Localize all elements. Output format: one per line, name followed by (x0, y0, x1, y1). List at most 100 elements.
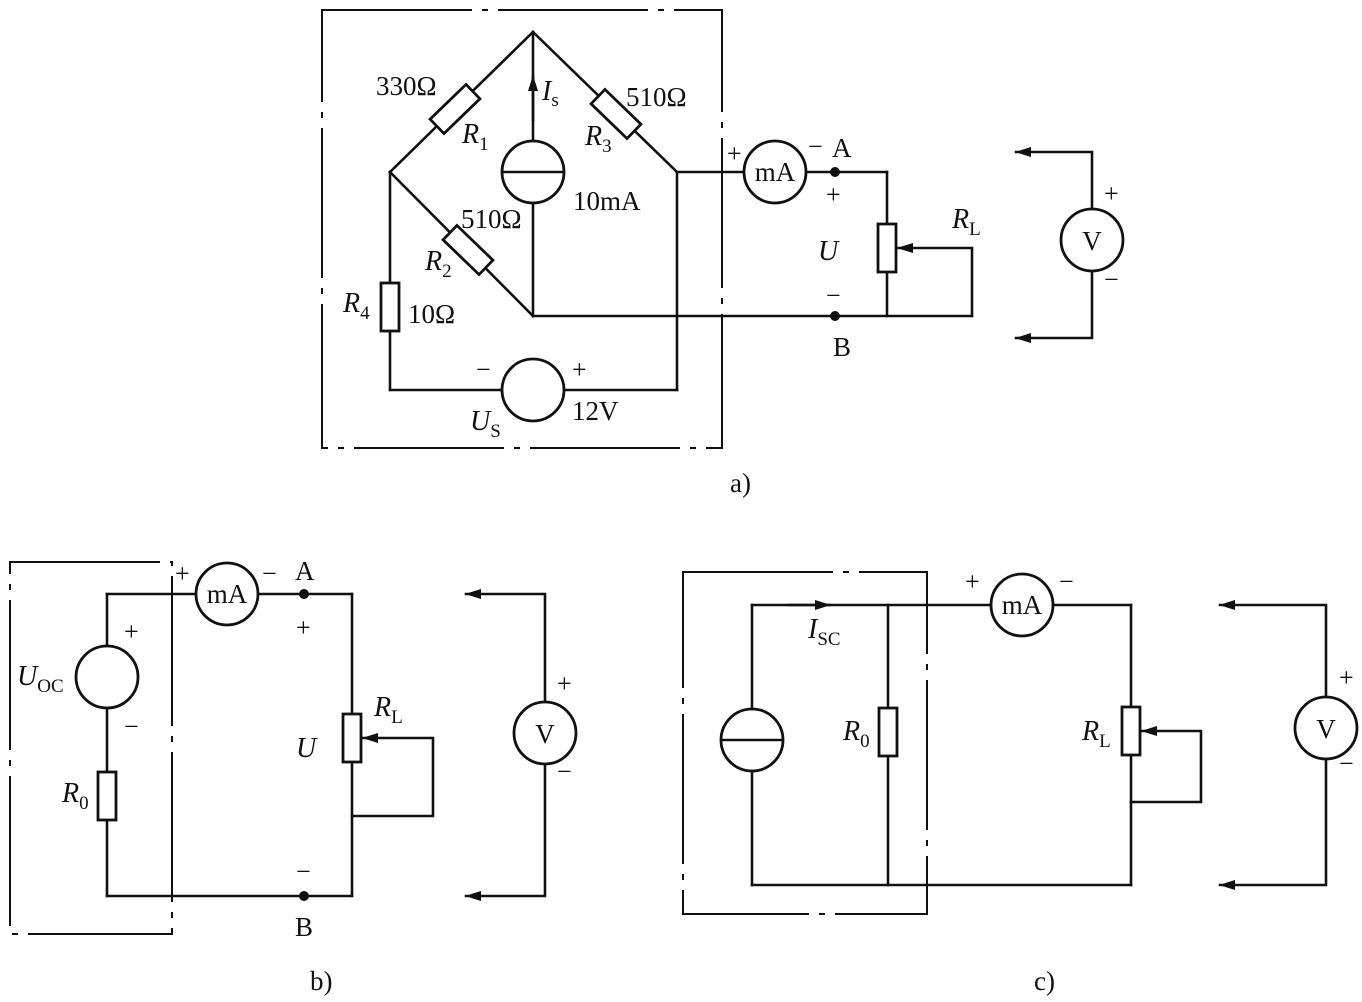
load-resistor-a: RL (876, 204, 981, 318)
voltage-a-plus: + (826, 180, 841, 209)
us-symbol: U (470, 406, 492, 437)
ammeter-b-label: mA (207, 579, 248, 609)
rl-a-symbol: R (951, 204, 969, 235)
diagram-c-network-box (682, 571, 928, 915)
voltage-source-icon (74, 644, 140, 710)
svg-text:R4: R4 (342, 288, 370, 324)
us-plus: + (572, 355, 587, 384)
voltmeter-a-label: V (1082, 226, 1102, 256)
svg-text:US: US (470, 406, 501, 442)
rl-c-symbol: R (1081, 716, 1099, 747)
caption-c: c) (1034, 966, 1055, 996)
voltmeter-c-label: V (1316, 714, 1336, 744)
voltmeter-a-minus: − (1104, 265, 1119, 294)
terminal-b-b-label: B (295, 912, 313, 942)
wiper-arrow-icon (896, 243, 974, 318)
voltage-b-plus: + (296, 613, 311, 642)
svg-text:R0: R0 (61, 778, 89, 814)
svg-text:Is: Is (541, 76, 559, 111)
voltmeter-b-minus: − (557, 757, 572, 786)
voltage-b-minus: − (296, 857, 311, 886)
r0-c-subscript: 0 (860, 731, 870, 752)
voltage-source-uoc: + − UOC (17, 617, 140, 741)
uoc-subscript: OC (37, 676, 63, 697)
ammeter-c-label: mA (1002, 590, 1043, 620)
ammeter-b-plus: + (175, 559, 190, 588)
us-minus: − (476, 355, 491, 384)
r2-value: 510Ω (461, 204, 522, 234)
svg-text:UOC: UOC (17, 661, 64, 697)
terminal-b-dot (830, 311, 840, 321)
rl-a-subscript: L (969, 219, 981, 240)
ammeter-c-minus: − (1059, 567, 1074, 596)
isc-subscript: SC (817, 629, 840, 650)
r1-subscript: 1 (479, 134, 489, 155)
us-value: 12V (572, 396, 619, 426)
resistor-r1: 330Ω R1 (376, 71, 489, 155)
terminal-b-b-dot (299, 891, 309, 901)
svg-text:R1: R1 (461, 119, 489, 155)
terminal-b-label: B (833, 332, 851, 362)
voltmeter-c-plus: + (1339, 663, 1354, 692)
svg-text:R0: R0 (842, 716, 870, 752)
diagram-b: + − UOC R0 mA + − A B + − U RL (9, 556, 578, 996)
caption-a: a) (730, 468, 751, 498)
ammeter-a-plus: + (727, 139, 742, 168)
rl-c-subscript: L (1099, 731, 1111, 752)
r3-value: 510Ω (626, 82, 687, 112)
r0-b-symbol: R (61, 778, 79, 809)
resistor-r3: 510Ω R3 (584, 82, 687, 157)
is-value: 10mA (573, 186, 641, 216)
voltmeter-a-plus: + (1104, 179, 1119, 208)
uoc-minus: − (124, 712, 139, 741)
voltage-a-symbol: U (818, 236, 840, 267)
r0-c-symbol: R (842, 716, 860, 747)
ammeter-c: mA + − (965, 567, 1074, 638)
voltmeter-c-minus: − (1339, 749, 1354, 778)
voltage-source-icon (500, 357, 566, 423)
r3-subscript: 3 (602, 136, 612, 157)
resistor-r2: 510Ω R2 (424, 204, 522, 282)
svg-text:R2: R2 (424, 246, 452, 282)
current-source-is: Is 10mA (500, 74, 641, 216)
wiper-arrow-icon (350, 733, 435, 818)
svg-text:ISC: ISC (807, 614, 841, 650)
caption-b: b) (310, 966, 333, 996)
terminal-a-b-dot (299, 589, 309, 599)
is-symbol: I (541, 76, 553, 107)
us-subscript: S (490, 421, 501, 442)
ammeter-c-plus: + (965, 567, 980, 596)
terminal-a-dot (830, 167, 840, 177)
r3-symbol: R (584, 121, 602, 152)
isc-symbol: I (807, 614, 819, 645)
r2-subscript: 2 (442, 261, 452, 282)
r4-symbol: R (342, 288, 360, 319)
resistor-r0-c: R0 (842, 706, 899, 758)
rl-b-subscript: L (391, 707, 403, 728)
r1-symbol: R (461, 119, 479, 150)
voltmeter-a: V + − (1014, 147, 1125, 343)
voltmeter-b-plus: + (557, 669, 572, 698)
diagram-c: ISC R0 mA + − RL V + (682, 567, 1359, 996)
ammeter-a-label: mA (755, 157, 796, 187)
voltage-a-minus: − (826, 281, 841, 310)
svg-text:RL: RL (1081, 716, 1111, 752)
diagram-a-network-box (321, 9, 723, 449)
uoc-symbol: U (17, 661, 39, 692)
r4-subscript: 4 (360, 303, 370, 324)
uoc-plus: + (124, 617, 139, 646)
r0-b-subscript: 0 (79, 793, 89, 814)
resistor-r4: R4 10Ω (342, 281, 455, 333)
voltage-source-us: − + US 12V (470, 355, 619, 442)
ammeter-a: mA + − (727, 132, 823, 205)
ammeter-b: mA + − (175, 559, 277, 627)
resistor-r0-b: R0 (61, 770, 118, 822)
r1-value: 330Ω (376, 71, 437, 101)
diagram-b-network-box (9, 561, 173, 935)
r4-value: 10Ω (408, 299, 455, 329)
load-resistor-c: RL (1081, 705, 1203, 804)
current-source-c (719, 707, 785, 773)
ammeter-b-minus: − (262, 559, 277, 588)
is-subscript: s (551, 90, 558, 111)
ammeter-a-minus: − (808, 132, 823, 161)
